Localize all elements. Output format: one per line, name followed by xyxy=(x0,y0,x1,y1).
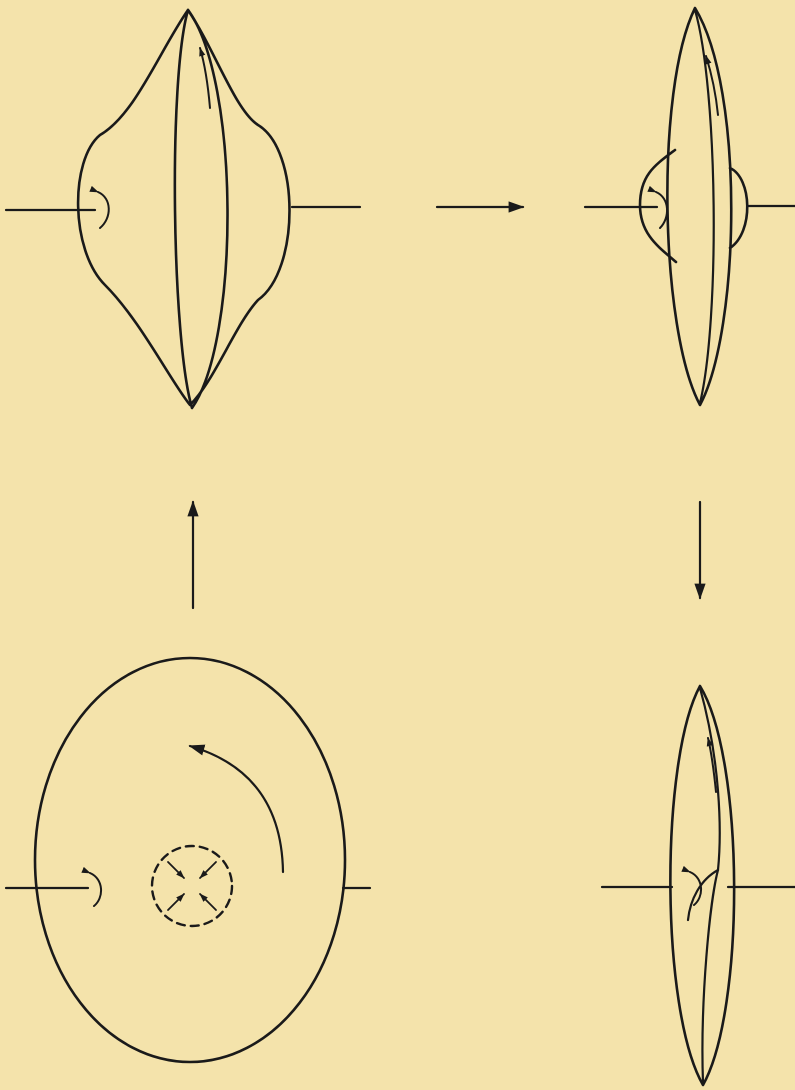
core-inflow-arrow xyxy=(200,894,216,910)
disk-inner-edge xyxy=(695,10,714,403)
ellipsoid-rotation-arrow xyxy=(190,746,283,872)
panel-bottom-left xyxy=(6,658,370,1062)
panel-top-left xyxy=(6,10,360,408)
core-rotation-curl xyxy=(98,192,109,228)
core-inflow-arrow xyxy=(168,862,184,878)
panel-top-right xyxy=(585,8,795,405)
core-rotation-curl xyxy=(656,192,667,228)
panel-bottom-right xyxy=(602,686,795,1085)
ellipsoid-outline xyxy=(35,658,345,1062)
collapsing-core-outline xyxy=(152,846,232,926)
disk-outline xyxy=(667,8,731,405)
body-outline xyxy=(78,10,289,405)
core-inflow-arrow xyxy=(200,862,216,878)
core-rotation-curl xyxy=(90,873,101,906)
right-bulge xyxy=(730,168,747,248)
core-inflow-arrow xyxy=(168,894,184,910)
